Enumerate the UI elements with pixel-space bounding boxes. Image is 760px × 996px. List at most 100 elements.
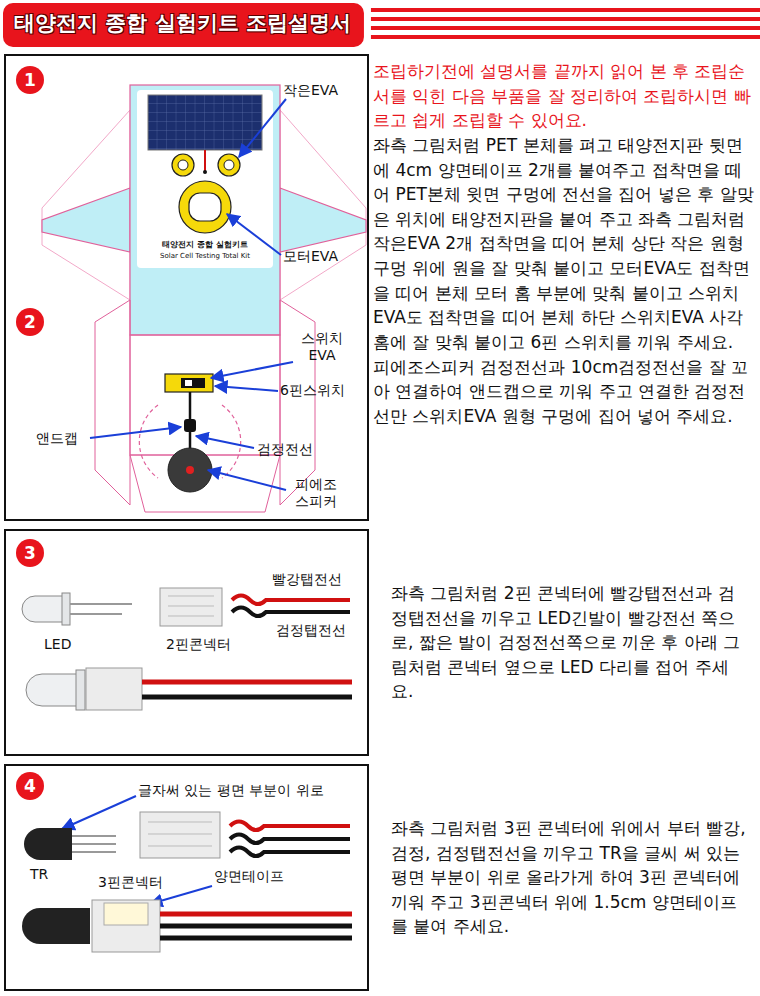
- leader-line: [196, 436, 254, 448]
- header-stripes: [371, 8, 760, 12]
- small-eva: [218, 154, 240, 176]
- part-label: 검정탭전선: [276, 622, 346, 639]
- callout-number: 2: [16, 308, 44, 336]
- transistor-assembled: [22, 900, 352, 952]
- piezo-speaker: [168, 392, 212, 492]
- pet-body: [95, 300, 130, 505]
- solar-panel: [203, 170, 207, 174]
- part-label: 3핀콘넥터: [98, 874, 163, 891]
- switch-eva: [165, 374, 213, 392]
- leader-line: [62, 796, 136, 829]
- callout-number: 1: [16, 66, 44, 94]
- led-assembled: [76, 670, 85, 710]
- callout-text: 1: [24, 72, 36, 89]
- led-assembled: [26, 674, 78, 706]
- leader-line: [208, 470, 286, 490]
- header-stripes: [371, 26, 760, 30]
- transistor-assembled: [160, 912, 352, 917]
- part-label: LED: [44, 636, 71, 653]
- transistor: [72, 835, 116, 837]
- part-label: 빨강탭전선: [272, 571, 342, 588]
- transistor-assembled: [22, 908, 90, 944]
- led: [22, 593, 132, 625]
- pet-body: [42, 188, 130, 252]
- title-text: 태양전지 종합 실험키트 조립설명서: [14, 11, 351, 36]
- motor-eva: [179, 181, 231, 233]
- piezo-speaker: [168, 448, 212, 492]
- piezo-speaker: [184, 419, 196, 432]
- part-label: 2핀콘넥터: [166, 636, 231, 653]
- part-label: 6핀스위치: [280, 382, 345, 399]
- panel-text-box: 좌측 그림처럼 2핀 콘넥터에 빨강탭전선과 검정탭전선을 끼우고 LED긴발이…: [391, 581, 747, 704]
- part-label: 글자써 있는 평면 부분이 위로: [138, 782, 324, 799]
- leader-line: [215, 386, 278, 391]
- callout-text: 4: [24, 778, 36, 795]
- panel-frame: [5, 765, 368, 990]
- led-assembled: [142, 680, 352, 685]
- panel-frame: [5, 530, 368, 755]
- pet-body: [137, 90, 273, 268]
- three-pin-connector: [140, 812, 220, 858]
- part-label: 검정전선: [257, 441, 313, 458]
- instruction-text: 좌측 그림처럼 2핀 콘넥터에 빨강탭전선과 검정탭전선을 끼우고 LED긴발이…: [391, 581, 747, 704]
- tab-wire: [232, 608, 350, 617]
- tab-wire: [230, 822, 350, 831]
- three-pin-connector: [140, 812, 220, 858]
- tab-wire: [232, 596, 350, 605]
- title-banner: [3, 3, 364, 47]
- pet-body: [130, 335, 280, 455]
- switch-eva: [181, 378, 205, 388]
- transistor-assembled: [160, 936, 352, 941]
- led: [70, 603, 132, 605]
- part-label: TR: [30, 866, 48, 883]
- part-label: 양면테이프: [214, 868, 284, 885]
- motor-eva: [179, 181, 231, 233]
- callout-text: 3: [24, 545, 36, 562]
- part-label: 작은EVA: [283, 82, 338, 99]
- led: [22, 596, 65, 622]
- piezo-speaker: [186, 466, 194, 474]
- pet-body: [130, 85, 280, 335]
- solar-panel: [148, 95, 262, 174]
- instruction-text: 좌측 그림처럼 PET 본체를 펴고 태양전지판 뒷면에 4cm 양면테이프 2…: [373, 133, 755, 355]
- tab-wire: [230, 822, 350, 857]
- header-stripes: [371, 35, 760, 39]
- pet-body: [42, 110, 130, 300]
- solar-panel: [204, 150, 206, 172]
- step-panel: 좌측 그림처럼 2핀 콘넥터에 빨강탭전선과 검정탭전선을 끼우고 LED긴발이…: [5, 530, 755, 755]
- tab-wire: [232, 596, 350, 617]
- small-eva: [178, 160, 188, 170]
- leader-line: [90, 427, 181, 438]
- leader-line: [211, 362, 293, 378]
- panel-text-box: 좌측 그림처럼 3핀 콘넥터에 위에서 부터 빨강, 검정, 검정탭전선을 끼우…: [391, 816, 747, 939]
- tab-wire: [230, 848, 350, 857]
- leader-line: [239, 99, 286, 157]
- part-label: 스위치 EVA: [293, 330, 351, 364]
- callout-text: 2: [24, 314, 36, 331]
- small-eva: [172, 154, 194, 176]
- small-eva: [224, 160, 234, 170]
- two-pin-connector: [160, 588, 222, 626]
- pet-body: [280, 110, 366, 300]
- transistor-assembled: [92, 900, 160, 952]
- transistor-assembled: [160, 924, 352, 929]
- callout-number: 3: [16, 539, 44, 567]
- title-banner: [3, 3, 760, 47]
- led: [70, 613, 122, 615]
- switch-eva: [185, 380, 192, 386]
- part-label: 앤드캡: [36, 430, 78, 447]
- pet-body: [42, 85, 366, 512]
- led-assembled: [142, 695, 352, 700]
- transistor: [24, 828, 72, 860]
- part-label: 모터EVA: [283, 248, 338, 265]
- led-assembled: [86, 668, 142, 710]
- pet-body: [280, 188, 366, 252]
- header-stripes: [371, 8, 760, 39]
- solar-panel: [148, 95, 262, 150]
- two-pin-connector: [160, 588, 222, 626]
- instruction-text: 좌측 그림처럼 3핀 콘넥터에 위에서 부터 빨강, 검정, 검정탭전선을 끼우…: [391, 816, 747, 939]
- led: [62, 593, 70, 625]
- transistor-assembled: [104, 903, 148, 925]
